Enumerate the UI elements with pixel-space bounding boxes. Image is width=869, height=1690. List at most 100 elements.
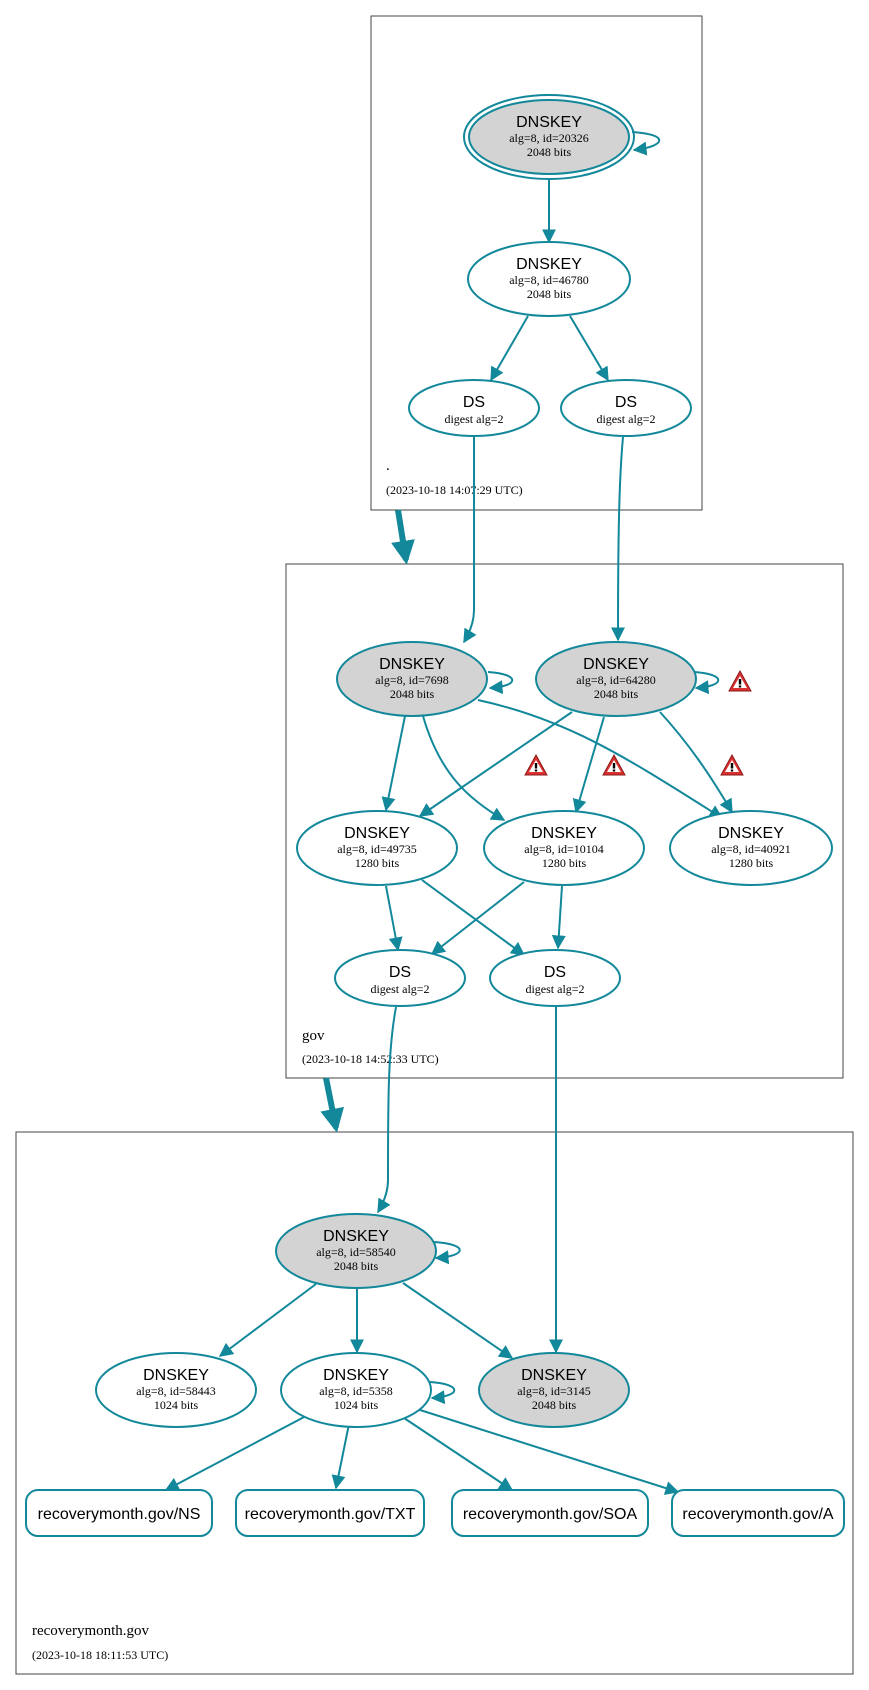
node-ellipse[interactable] (280, 1352, 432, 1428)
zone-gov-timestamp: (2023-10-18 14:52:33 UTC) (302, 1052, 439, 1066)
node-title: DS (463, 394, 485, 411)
node-detail: alg=8, id=3145 (517, 1384, 591, 1398)
edge-root-ksk-self (631, 131, 661, 156)
warning-icon[interactable] (602, 754, 626, 776)
warning-icon[interactable] (524, 754, 548, 776)
node-key-size: 1280 bits (542, 856, 587, 870)
edge-root-zsk-ds1 (490, 315, 529, 382)
node-ellipse[interactable] (408, 379, 540, 437)
node-ellipse[interactable] (669, 810, 833, 886)
node-key-size: 2048 bits (334, 1259, 379, 1273)
rrset-txt-label: recoverymonth.gov/TXT (245, 1506, 416, 1523)
node-detail: alg=8, id=20326 (509, 131, 589, 145)
node-ellipse[interactable] (483, 810, 645, 886)
node-detail: digest alg=2 (370, 982, 429, 996)
rrset-a-box[interactable] (671, 1489, 845, 1537)
rrsets: recoverymonth.gov/NS recoverymonth.gov/T… (25, 1489, 845, 1537)
node-title: DNSKEY (516, 256, 582, 273)
edge-gov-ksk2-zsk2 (572, 716, 605, 814)
zone-gov-box (285, 563, 844, 1079)
edge-gov-ds1-rm-ksk (377, 1006, 397, 1214)
node-title: DS (615, 394, 637, 411)
node-title: DNSKEY (143, 1367, 209, 1384)
rrset-a-label: recoverymonth.gov/A (682, 1506, 834, 1523)
edge-root-ds2-gov-ksk2 (611, 436, 626, 642)
node-key-size: 1024 bits (154, 1398, 199, 1412)
node-ellipse[interactable] (478, 1352, 630, 1428)
edge-gov-ksk1-zsk3 (477, 699, 724, 819)
node-ellipse[interactable] (560, 379, 692, 437)
edge-gov-zsk1-ds1 (385, 885, 403, 952)
node-detail: alg=8, id=58540 (316, 1245, 396, 1259)
zone-recoverymonth-timestamp: (2023-10-18 18:11:53 UTC) (32, 1648, 168, 1662)
zone-root-timestamp: (2023-10-18 14:07:29 UTC) (386, 483, 523, 497)
node-detail: alg=8, id=7698 (375, 673, 449, 687)
node-detail: alg=8, id=58443 (136, 1384, 216, 1398)
edge-rm-ksk-key3 (402, 1282, 514, 1359)
node-key-size: 2048 bits (390, 687, 435, 701)
node-detail: alg=8, id=46780 (509, 273, 589, 287)
edges (164, 131, 733, 1495)
edge-rm-ksk-key1 (218, 1283, 317, 1357)
node-ellipse[interactable] (334, 949, 466, 1007)
rrset-soa-box[interactable] (451, 1489, 649, 1537)
node-detail: alg=8, id=64280 (576, 673, 656, 687)
rrset-txt-box[interactable] (235, 1489, 425, 1537)
node-title: DNSKEY (379, 656, 445, 673)
node-detail: digest alg=2 (596, 412, 655, 426)
rrset-ns[interactable]: recoverymonth.gov/NS (25, 1489, 213, 1537)
node-ellipse[interactable] (275, 1213, 437, 1289)
node-ellipse[interactable] (468, 99, 630, 175)
warning-icon[interactable] (720, 754, 744, 776)
edge-gov-ksk2-zsk1 (418, 711, 573, 817)
zone-gov-name: gov (302, 1028, 325, 1044)
edge-rm-zsk-a (419, 1409, 680, 1495)
edge-gov-zsk2-ds1 (430, 881, 525, 955)
zone-recoverymonth-box (15, 1131, 854, 1675)
node-ellipse[interactable] (336, 641, 488, 717)
edge-gov-ksk1-zsk1 (381, 715, 406, 812)
node-key-size: 2048 bits (594, 687, 639, 701)
rrset-a[interactable]: recoverymonth.gov/A (671, 1489, 845, 1537)
edge-rm-zsk-txt (331, 1423, 350, 1490)
node-detail: alg=8, id=49735 (337, 842, 417, 856)
delegation-root-gov (391, 509, 415, 565)
node-key-size: 1280 bits (729, 856, 774, 870)
node-ellipse[interactable] (95, 1352, 257, 1428)
node-title: DNSKEY (516, 114, 582, 131)
node-ellipse[interactable] (535, 641, 697, 717)
zone-gov: gov (2023-10-18 14:52:33 UTC) (285, 563, 844, 1079)
rrset-ns-label: recoverymonth.gov/NS (38, 1506, 201, 1523)
edge-root-ds1-gov-ksk1 (463, 437, 477, 644)
zone-recoverymonth: recoverymonth.gov (2023-10-18 18:11:53 U… (15, 1131, 854, 1675)
node-detail: alg=8, id=10104 (524, 842, 604, 856)
rrset-ns-box[interactable] (25, 1489, 213, 1537)
node-key-size: 1280 bits (355, 856, 400, 870)
node-title: DNSKEY (323, 1228, 389, 1245)
node-ellipse[interactable] (296, 810, 458, 886)
node-ellipse[interactable] (489, 949, 621, 1007)
rrset-soa[interactable]: recoverymonth.gov/SOA (451, 1489, 649, 1537)
warning-icon[interactable] (728, 670, 752, 692)
edge-gov-ksk2-zsk3 (659, 711, 733, 814)
node-title: DNSKEY (521, 1367, 587, 1384)
rrset-txt[interactable]: recoverymonth.gov/TXT (235, 1489, 425, 1537)
node-ellipse[interactable] (467, 241, 631, 317)
